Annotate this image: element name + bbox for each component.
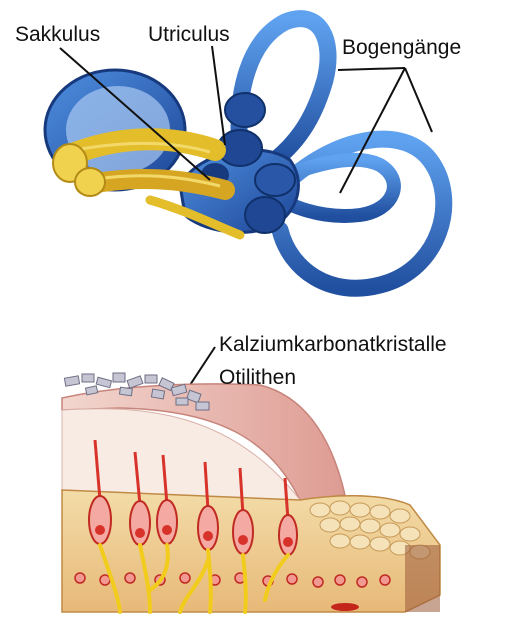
macula-illustration: [62, 373, 440, 612]
ampulla-lower: [245, 197, 285, 233]
label-otilithen: Otilithen: [219, 367, 296, 388]
label-sakkulus: Sakkulus: [15, 24, 100, 45]
label-bogengaenge: Bogengänge: [342, 37, 461, 58]
ampulla-upper: [225, 93, 265, 127]
labyrinth-illustration: [45, 19, 444, 385]
label-utriculus: Utriculus: [148, 24, 230, 45]
label-kalziumkarbonatkristalle: Kalziumkarbonatkristalle: [219, 334, 447, 355]
